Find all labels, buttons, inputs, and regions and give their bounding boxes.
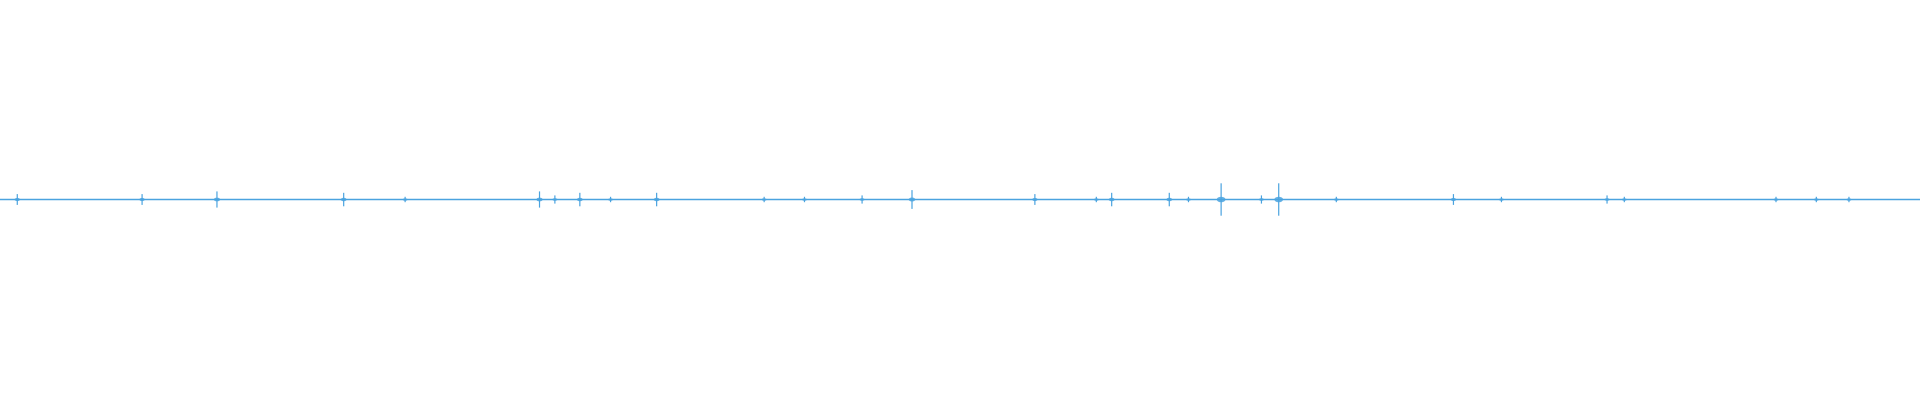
waveform-burst [1108, 197, 1115, 202]
waveform-spikes [14, 183, 1852, 216]
waveform-burst [1333, 198, 1339, 201]
waveform-burst [908, 197, 916, 202]
waveform-burst [1258, 198, 1265, 201]
waveform-burst [761, 198, 767, 201]
waveform-burst [536, 197, 543, 202]
waveform-burst [1166, 197, 1173, 202]
waveform-burst [213, 197, 221, 202]
waveform-burst [1621, 198, 1627, 201]
waveform-burst [1773, 198, 1779, 201]
waveform-burst [139, 197, 145, 202]
waveform-burst [859, 198, 865, 201]
waveform-burst [552, 198, 558, 201]
waveform-burst [1846, 198, 1852, 201]
waveform-burst [1186, 198, 1191, 201]
waveform-burst [1450, 197, 1457, 202]
waveform-burst [1604, 198, 1610, 201]
waveform-burst [576, 197, 583, 202]
waveform-burst [1093, 198, 1099, 201]
waveform-burst [608, 198, 613, 201]
waveform-burst [14, 197, 21, 202]
waveform-burst [802, 198, 807, 201]
waveform-burst [1813, 198, 1819, 201]
waveform-burst [1032, 197, 1038, 202]
waveform-burst [1216, 196, 1226, 203]
waveform-burst [340, 197, 347, 202]
waveform-burst [1499, 198, 1504, 201]
waveform-burst [653, 197, 660, 202]
waveform-burst [402, 198, 408, 201]
waveform-burst [1274, 196, 1284, 203]
